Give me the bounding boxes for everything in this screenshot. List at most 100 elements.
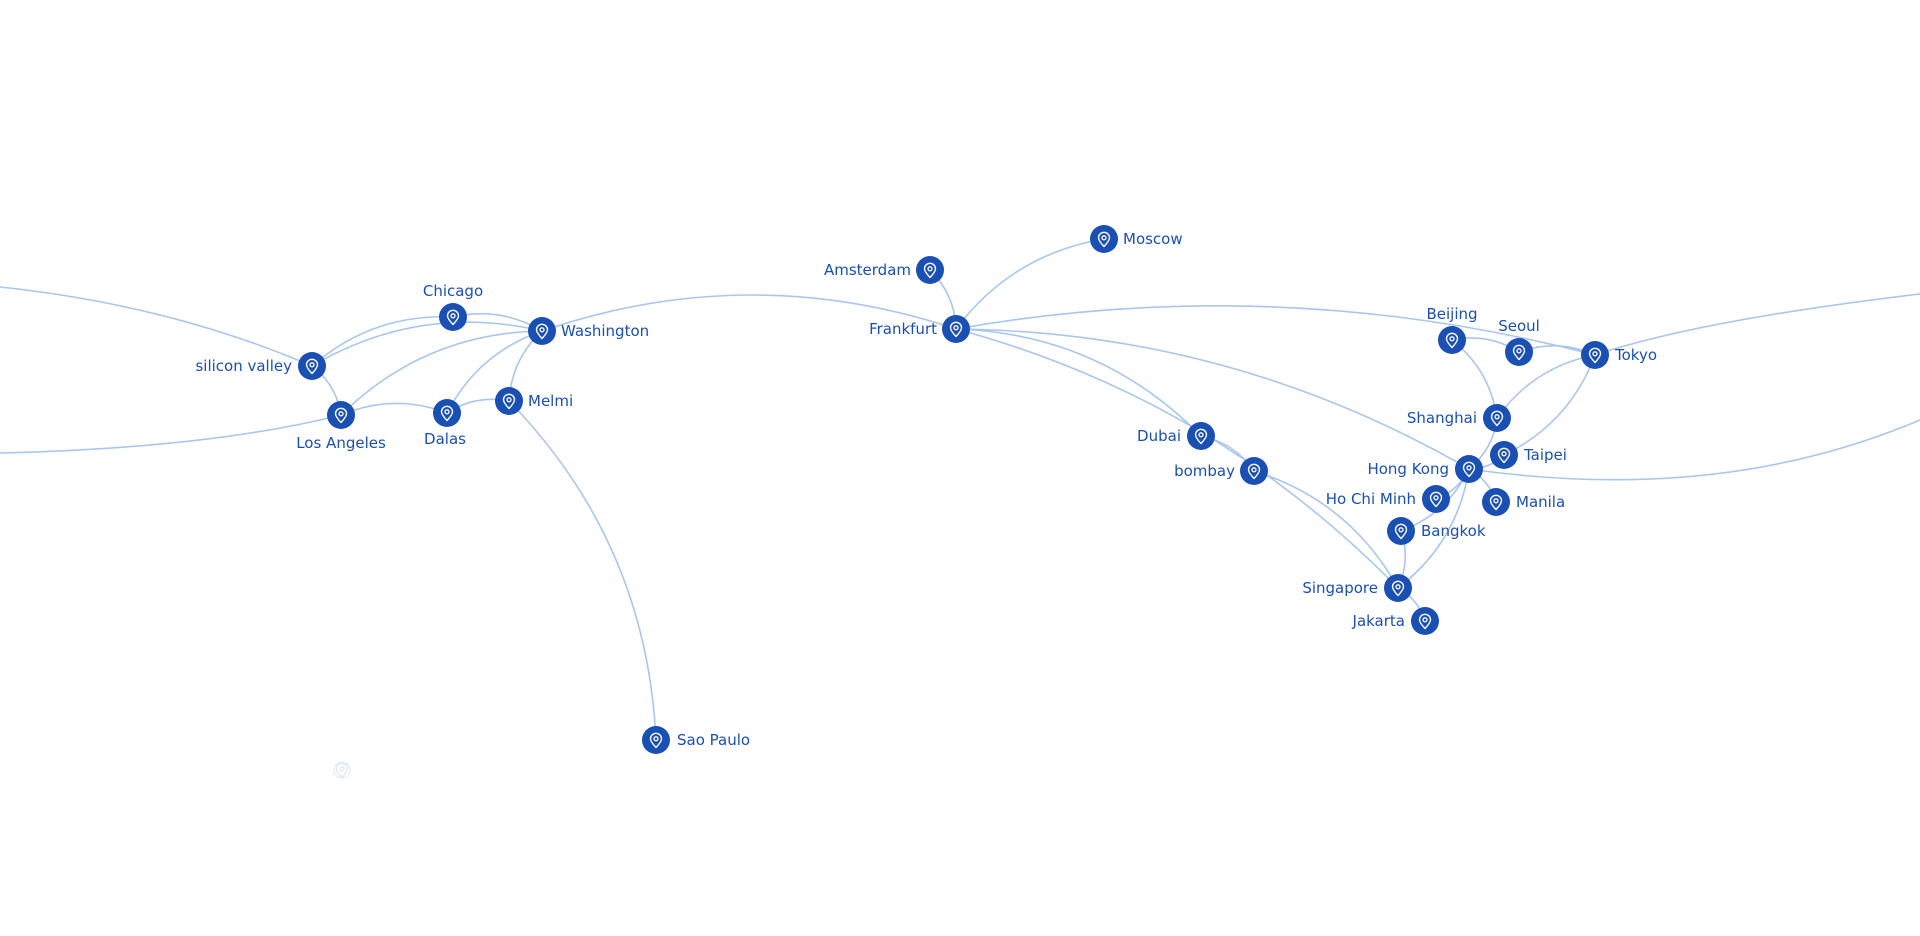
node-hong-kong[interactable]: Hong Kong (1367, 455, 1483, 483)
node-shanghai[interactable]: Shanghai (1407, 404, 1511, 432)
location-pin-icon (949, 321, 963, 338)
node-sao-paulo-circle (642, 726, 670, 754)
location-pin-icon (1429, 491, 1443, 508)
link-los-angeles-hong-kong-right-segment (1468, 419, 1920, 481)
location-pin-icon (535, 323, 549, 340)
location-pin-icon (440, 405, 454, 422)
node-frankfurt[interactable]: Frankfurt (869, 315, 970, 343)
link-silicon-valley-tokyo-right-segment (1594, 293, 1920, 356)
node-seoul[interactable]: Seoul (1498, 317, 1540, 366)
location-pin-icon (1490, 410, 1504, 427)
node-singapore-circle (1384, 574, 1412, 602)
link-dalas-washington (446, 330, 543, 414)
node-ho-chi-minh-label: Ho Chi Minh (1326, 490, 1416, 508)
node-chicago-label: Chicago (423, 282, 483, 300)
link-frankfurt-dubai (955, 328, 1202, 437)
location-pin-icon (1391, 580, 1405, 597)
node-singapore-label: Singapore (1302, 579, 1378, 597)
node-bombay-label: bombay (1174, 462, 1235, 480)
link-frankfurt-singapore (955, 328, 1399, 589)
link-washington-frankfurt (541, 294, 957, 332)
node-amsterdam[interactable]: Amsterdam (824, 256, 944, 284)
node-tokyo-circle (1581, 341, 1609, 369)
location-pin-icon (1588, 347, 1602, 364)
link-frankfurt-tokyo (955, 305, 1596, 356)
node-hong-kong-label: Hong Kong (1367, 460, 1449, 478)
node-dalas-label: Dalas (424, 430, 466, 448)
location-pin-icon (502, 393, 516, 410)
links-layer (0, 238, 1920, 741)
node-bombay[interactable]: bombay (1174, 457, 1268, 485)
node-silicon-valley[interactable]: silicon valley (195, 352, 326, 380)
link-silicon-valley-washington (311, 321, 543, 367)
location-pin-icon (1512, 344, 1526, 361)
link-tokyo-taipei (1503, 354, 1596, 456)
node-bangkok-circle (1387, 517, 1415, 545)
node-amsterdam-label: Amsterdam (824, 261, 911, 279)
node-shanghai-circle (1483, 404, 1511, 432)
link-los-angeles-washington (340, 330, 543, 416)
node-washington-circle (528, 317, 556, 345)
node-moscow-label: Moscow (1123, 230, 1183, 248)
link-melmi-sao-paulo (508, 400, 657, 741)
node-tokyo[interactable]: Tokyo (1581, 341, 1657, 369)
location-pin-icon (1418, 613, 1432, 630)
link-hong-kong-singapore (1397, 468, 1470, 589)
node-dubai[interactable]: Dubai (1137, 422, 1215, 450)
node-frankfurt-circle (942, 315, 970, 343)
node-ho-chi-minh-circle (1422, 485, 1450, 513)
node-ho-chi-minh[interactable]: Ho Chi Minh (1326, 485, 1450, 513)
node-los-angeles-circle (327, 401, 355, 429)
link-los-angeles-hong-kong-left-segment (0, 414, 342, 454)
node-seoul-circle (1505, 338, 1533, 366)
node-moscow[interactable]: Moscow (1090, 225, 1183, 253)
node-dubai-circle (1187, 422, 1215, 450)
location-pin-icon (305, 358, 319, 375)
node-jakarta-label: Jakarta (1352, 612, 1405, 630)
node-washington[interactable]: Washington (528, 317, 649, 345)
location-pin-icon (1394, 523, 1408, 540)
node-los-angeles[interactable]: Los Angeles (296, 401, 386, 452)
location-pin-icon (1445, 332, 1459, 349)
node-washington-label: Washington (561, 322, 649, 340)
node-jakarta[interactable]: Jakarta (1352, 607, 1439, 635)
node-taipei[interactable]: Taipei (1490, 441, 1567, 469)
node-singapore[interactable]: Singapore (1302, 574, 1412, 602)
node-sao-paulo[interactable]: Sao Paulo (642, 726, 750, 754)
node-dalas[interactable]: Dalas (424, 399, 466, 448)
node-amsterdam-circle (916, 256, 944, 284)
faint-location-pin-icon (335, 762, 349, 779)
location-pin-icon (1247, 463, 1261, 480)
node-melmi-circle (495, 387, 523, 415)
node-shanghai-label: Shanghai (1407, 409, 1477, 427)
node-silicon-valley-label: silicon valley (195, 357, 292, 375)
link-bombay-singapore (1253, 470, 1399, 589)
node-taipei-label: Taipei (1523, 446, 1567, 464)
node-taipei-circle (1490, 441, 1518, 469)
location-pin-icon (334, 407, 348, 424)
node-bangkok-label: Bangkok (1421, 522, 1486, 540)
location-pin-icon (1462, 461, 1476, 478)
node-jakarta-circle (1411, 607, 1439, 635)
node-manila[interactable]: Manila (1482, 488, 1565, 516)
node-manila-circle (1482, 488, 1510, 516)
node-hong-kong-circle (1455, 455, 1483, 483)
link-silicon-valley-tokyo-left-segment (0, 286, 313, 367)
location-pin-icon (446, 309, 460, 326)
node-moscow-circle (1090, 225, 1118, 253)
node-dalas-circle (433, 399, 461, 427)
node-sao-paulo-label: Sao Paulo (677, 731, 750, 749)
node-chicago[interactable]: Chicago (423, 282, 483, 331)
node-seoul-label: Seoul (1498, 317, 1540, 335)
node-beijing-circle (1438, 326, 1466, 354)
node-bangkok[interactable]: Bangkok (1387, 517, 1486, 545)
location-pin-icon (649, 732, 663, 749)
node-melmi-label: Melmi (528, 392, 573, 410)
link-los-angeles-dalas (340, 402, 448, 416)
node-melmi[interactable]: Melmi (495, 387, 573, 415)
node-tokyo-label: Tokyo (1614, 346, 1657, 364)
node-manila-label: Manila (1516, 493, 1565, 511)
node-beijing[interactable]: Beijing (1426, 305, 1478, 354)
